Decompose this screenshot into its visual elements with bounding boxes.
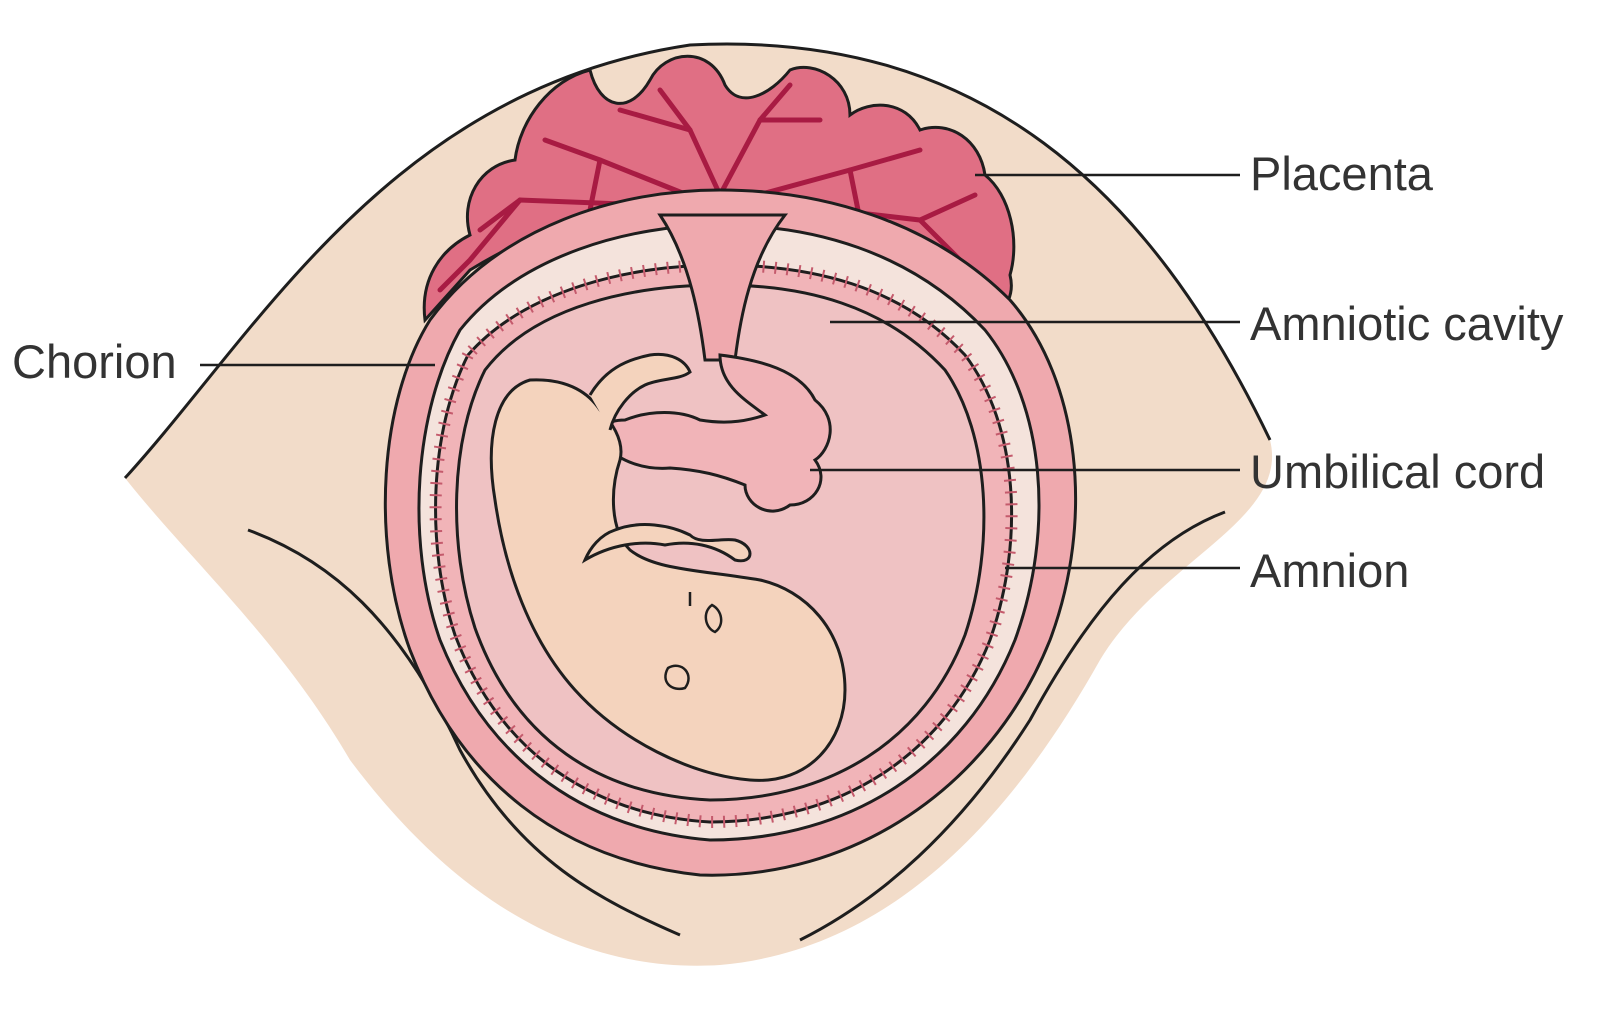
label-amnion: Amnion [1250, 547, 1409, 594]
label-umbilical-cord: Umbilical cord [1250, 448, 1545, 495]
label-amniotic-cavity: Amniotic cavity [1250, 300, 1563, 347]
label-chorion: Chorion [12, 338, 177, 385]
label-placenta: Placenta [1250, 150, 1433, 197]
